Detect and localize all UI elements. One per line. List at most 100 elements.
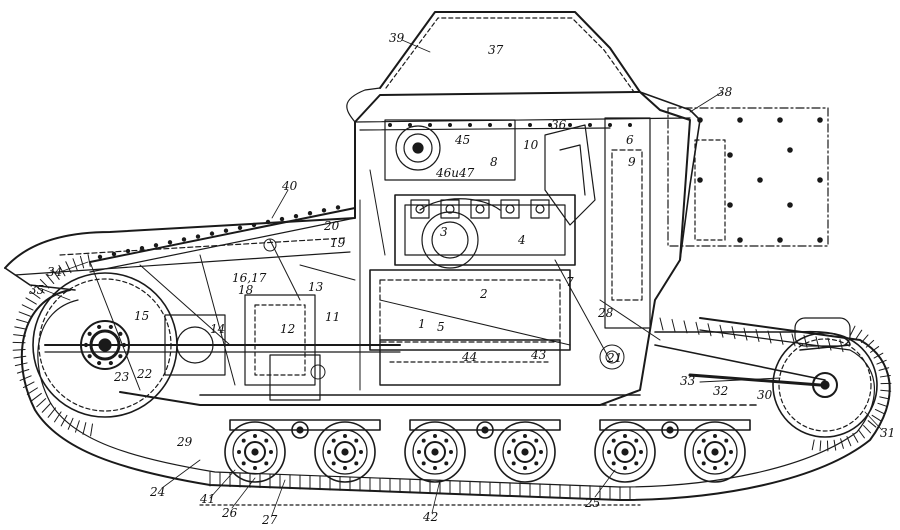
callout-44: 44	[461, 350, 477, 364]
track-link	[74, 420, 80, 433]
track-link	[90, 423, 93, 437]
callout-13: 13	[308, 280, 324, 294]
road-wheel	[494, 421, 556, 483]
track-link	[791, 333, 796, 347]
rivet	[265, 219, 271, 225]
track-link	[26, 387, 38, 395]
callout-16-17: 16,17	[232, 271, 267, 285]
rivet	[527, 122, 532, 127]
panel-rivet	[757, 177, 763, 183]
track-link	[846, 436, 852, 447]
track-link	[879, 374, 891, 378]
track-link	[779, 331, 784, 345]
rivet	[125, 248, 131, 254]
rivet	[321, 208, 327, 213]
track-link	[21, 304, 34, 311]
track-link	[855, 329, 863, 339]
track-link	[12, 349, 26, 351]
rivet	[567, 122, 572, 127]
callout-4: 4	[517, 233, 526, 247]
track-link	[34, 284, 45, 294]
rivet	[607, 122, 612, 127]
track-link	[863, 425, 871, 434]
rivet	[279, 216, 285, 222]
panel-rivet	[817, 237, 823, 243]
track-link	[53, 411, 62, 423]
rivet	[408, 122, 413, 127]
engine-block	[164, 194, 576, 401]
track-link	[51, 269, 60, 280]
callout-31: 31	[880, 426, 895, 440]
rivet	[428, 122, 433, 127]
track-link	[878, 367, 890, 371]
sprocket-bolt	[118, 354, 123, 359]
track-link	[58, 264, 66, 277]
callout-24: 24	[149, 485, 165, 499]
callout-29: 29	[176, 435, 193, 449]
rivet	[488, 122, 493, 127]
panel-rivet	[777, 237, 783, 243]
track-link	[815, 336, 820, 350]
track-link	[840, 438, 844, 449]
rivet	[448, 122, 453, 127]
track-link	[852, 433, 859, 443]
callout-7: 7	[566, 275, 574, 289]
rivet	[237, 225, 243, 230]
callout-26: 26	[221, 506, 238, 520]
track-link	[16, 368, 30, 374]
rivet	[97, 254, 103, 260]
panel-rivet	[727, 152, 733, 158]
rivet	[307, 211, 313, 216]
cupola-outline	[379, 11, 641, 93]
callout-19: 19	[330, 236, 346, 250]
rivet	[508, 122, 513, 127]
road-wheel	[684, 421, 746, 483]
sprocket-bolt	[87, 331, 92, 336]
track-link	[865, 339, 875, 348]
track-link	[36, 398, 47, 408]
rivet	[139, 245, 145, 251]
callout-14: 14	[210, 322, 225, 336]
callout-15: 15	[134, 309, 149, 323]
track-link	[861, 334, 869, 344]
sprocket-bolt	[87, 354, 92, 359]
panel-rivet	[737, 117, 743, 123]
callout-2: 2	[479, 287, 488, 301]
engine-cylinder	[500, 199, 520, 219]
rivet	[627, 122, 632, 127]
callout-1: 1	[418, 317, 426, 331]
track-link	[867, 420, 877, 428]
track-link	[743, 327, 748, 341]
panel-rivet	[817, 177, 823, 183]
rivet	[181, 237, 187, 242]
track-link	[13, 334, 27, 337]
panel-rivet	[697, 117, 703, 123]
rivet	[251, 222, 257, 228]
rivet	[293, 213, 299, 219]
track-link	[16, 318, 29, 324]
track-link	[13, 355, 27, 359]
track-link	[871, 414, 882, 422]
callout-38: 38	[717, 85, 733, 99]
callout-40: 40	[281, 179, 298, 193]
track-link	[72, 258, 78, 271]
track-link	[47, 407, 57, 418]
rivet	[468, 122, 473, 127]
rivet	[153, 243, 159, 248]
track-link	[819, 440, 822, 452]
callout-32: 32	[713, 384, 728, 398]
track-link	[18, 311, 31, 317]
callout-28: 28	[597, 306, 614, 320]
engine-cylinder	[410, 199, 430, 219]
hull-outline	[4, 91, 691, 406]
track-link	[79, 255, 85, 269]
rivet	[547, 122, 552, 127]
callout-43: 43	[530, 348, 547, 362]
rivet	[223, 228, 229, 233]
road-wheel	[314, 421, 376, 483]
sprocket-bolt	[108, 324, 113, 330]
callout-20: 20	[323, 219, 340, 233]
track-link	[31, 392, 42, 402]
callout-46-47: 46и47	[435, 166, 475, 180]
engine-cylinder	[440, 199, 460, 219]
